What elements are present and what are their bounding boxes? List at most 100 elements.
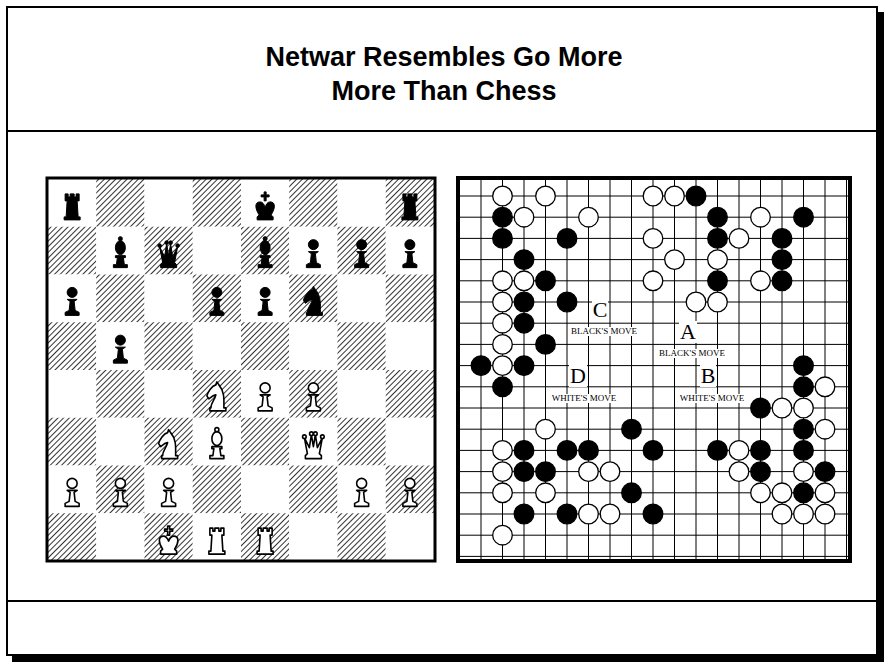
light-square — [386, 322, 434, 370]
white-stone — [686, 292, 706, 312]
white-stone — [643, 186, 663, 206]
white-stone — [600, 504, 620, 524]
black-stone — [622, 419, 642, 439]
piece-part — [256, 202, 275, 220]
grid-line — [696, 178, 697, 561]
white-pawn — [113, 478, 127, 506]
dark-square — [96, 466, 144, 514]
black-stone — [514, 441, 534, 461]
white-stone — [493, 441, 513, 461]
black-stone — [493, 207, 513, 227]
white-knight — [207, 382, 226, 411]
white-stone — [493, 186, 513, 206]
white-stone — [772, 483, 792, 503]
black-stone — [794, 356, 814, 376]
white-stone — [794, 462, 814, 482]
light-square — [338, 370, 386, 418]
grid-line — [458, 429, 850, 430]
white-king — [159, 526, 178, 554]
dark-square — [145, 227, 193, 275]
piece-part — [306, 252, 320, 268]
piece-part — [115, 241, 125, 255]
white-stone — [579, 207, 599, 227]
light-square — [48, 466, 96, 514]
black-pawn — [65, 287, 79, 315]
move-letter: D — [569, 365, 587, 387]
light-square — [145, 370, 193, 418]
black-stone — [643, 504, 663, 524]
black-stone — [536, 271, 556, 291]
piece-part — [160, 244, 178, 268]
black-pawn — [355, 240, 369, 268]
black-stone — [794, 207, 814, 227]
black-stone — [751, 441, 771, 461]
light-square — [145, 275, 193, 323]
white-pawn — [355, 478, 369, 506]
piece-part — [263, 237, 267, 241]
black-stone — [514, 292, 534, 312]
piece-part — [310, 432, 314, 436]
black-stone — [686, 186, 706, 206]
light-square — [338, 466, 386, 514]
white-stone — [600, 462, 620, 482]
dark-square — [289, 179, 337, 227]
light-square — [193, 322, 241, 370]
grid-line — [631, 178, 632, 561]
light-square — [96, 418, 144, 466]
piece-part — [65, 299, 79, 315]
piece-part — [164, 478, 174, 488]
white-stone — [729, 229, 749, 249]
piece-part — [306, 395, 320, 411]
piece-part — [159, 536, 178, 554]
piece-part — [260, 287, 270, 297]
piece-part — [210, 299, 224, 315]
black-stone — [751, 462, 771, 482]
dark-square — [96, 179, 144, 227]
dark-square — [241, 227, 289, 275]
grid-line — [674, 178, 675, 561]
piece-part — [115, 478, 125, 488]
white-stone — [772, 398, 792, 418]
white-stone — [708, 292, 728, 312]
grid-line — [545, 178, 546, 561]
dark-square — [386, 275, 434, 323]
black-stone — [557, 504, 577, 524]
piece-part — [65, 490, 79, 506]
grid-line — [760, 178, 761, 561]
white-stone — [643, 229, 663, 249]
dark-square — [48, 322, 96, 370]
white-knight — [159, 430, 178, 459]
piece-part — [405, 478, 415, 488]
white-stone — [794, 398, 814, 418]
white-stone — [536, 483, 556, 503]
light-square — [96, 322, 144, 370]
white-stone — [665, 250, 685, 270]
move-note: WHITE'S MOVE — [551, 394, 617, 403]
light-square — [145, 179, 193, 227]
move-note: WHITE'S MOVE — [679, 394, 745, 403]
piece-part — [159, 430, 178, 459]
black-stone — [514, 504, 534, 524]
black-stone — [772, 271, 792, 291]
white-stone — [815, 377, 835, 397]
light-square — [289, 513, 337, 561]
black-stone — [794, 377, 814, 397]
piece-part — [210, 447, 224, 459]
black-rook — [402, 194, 418, 220]
piece-part — [355, 252, 369, 268]
white-pawn — [162, 478, 176, 506]
white-stone — [772, 504, 792, 524]
dark-square — [386, 179, 434, 227]
dark-square — [289, 275, 337, 323]
piece-part — [113, 256, 127, 268]
white-stone — [493, 525, 513, 545]
black-bishop — [113, 237, 127, 268]
dark-square — [289, 370, 337, 418]
piece-part — [357, 478, 367, 488]
grid-line — [458, 556, 850, 557]
black-stone — [514, 313, 534, 333]
white-pawn — [65, 478, 79, 506]
black-stone — [493, 229, 513, 249]
white-stone — [643, 271, 663, 291]
dark-square — [145, 322, 193, 370]
